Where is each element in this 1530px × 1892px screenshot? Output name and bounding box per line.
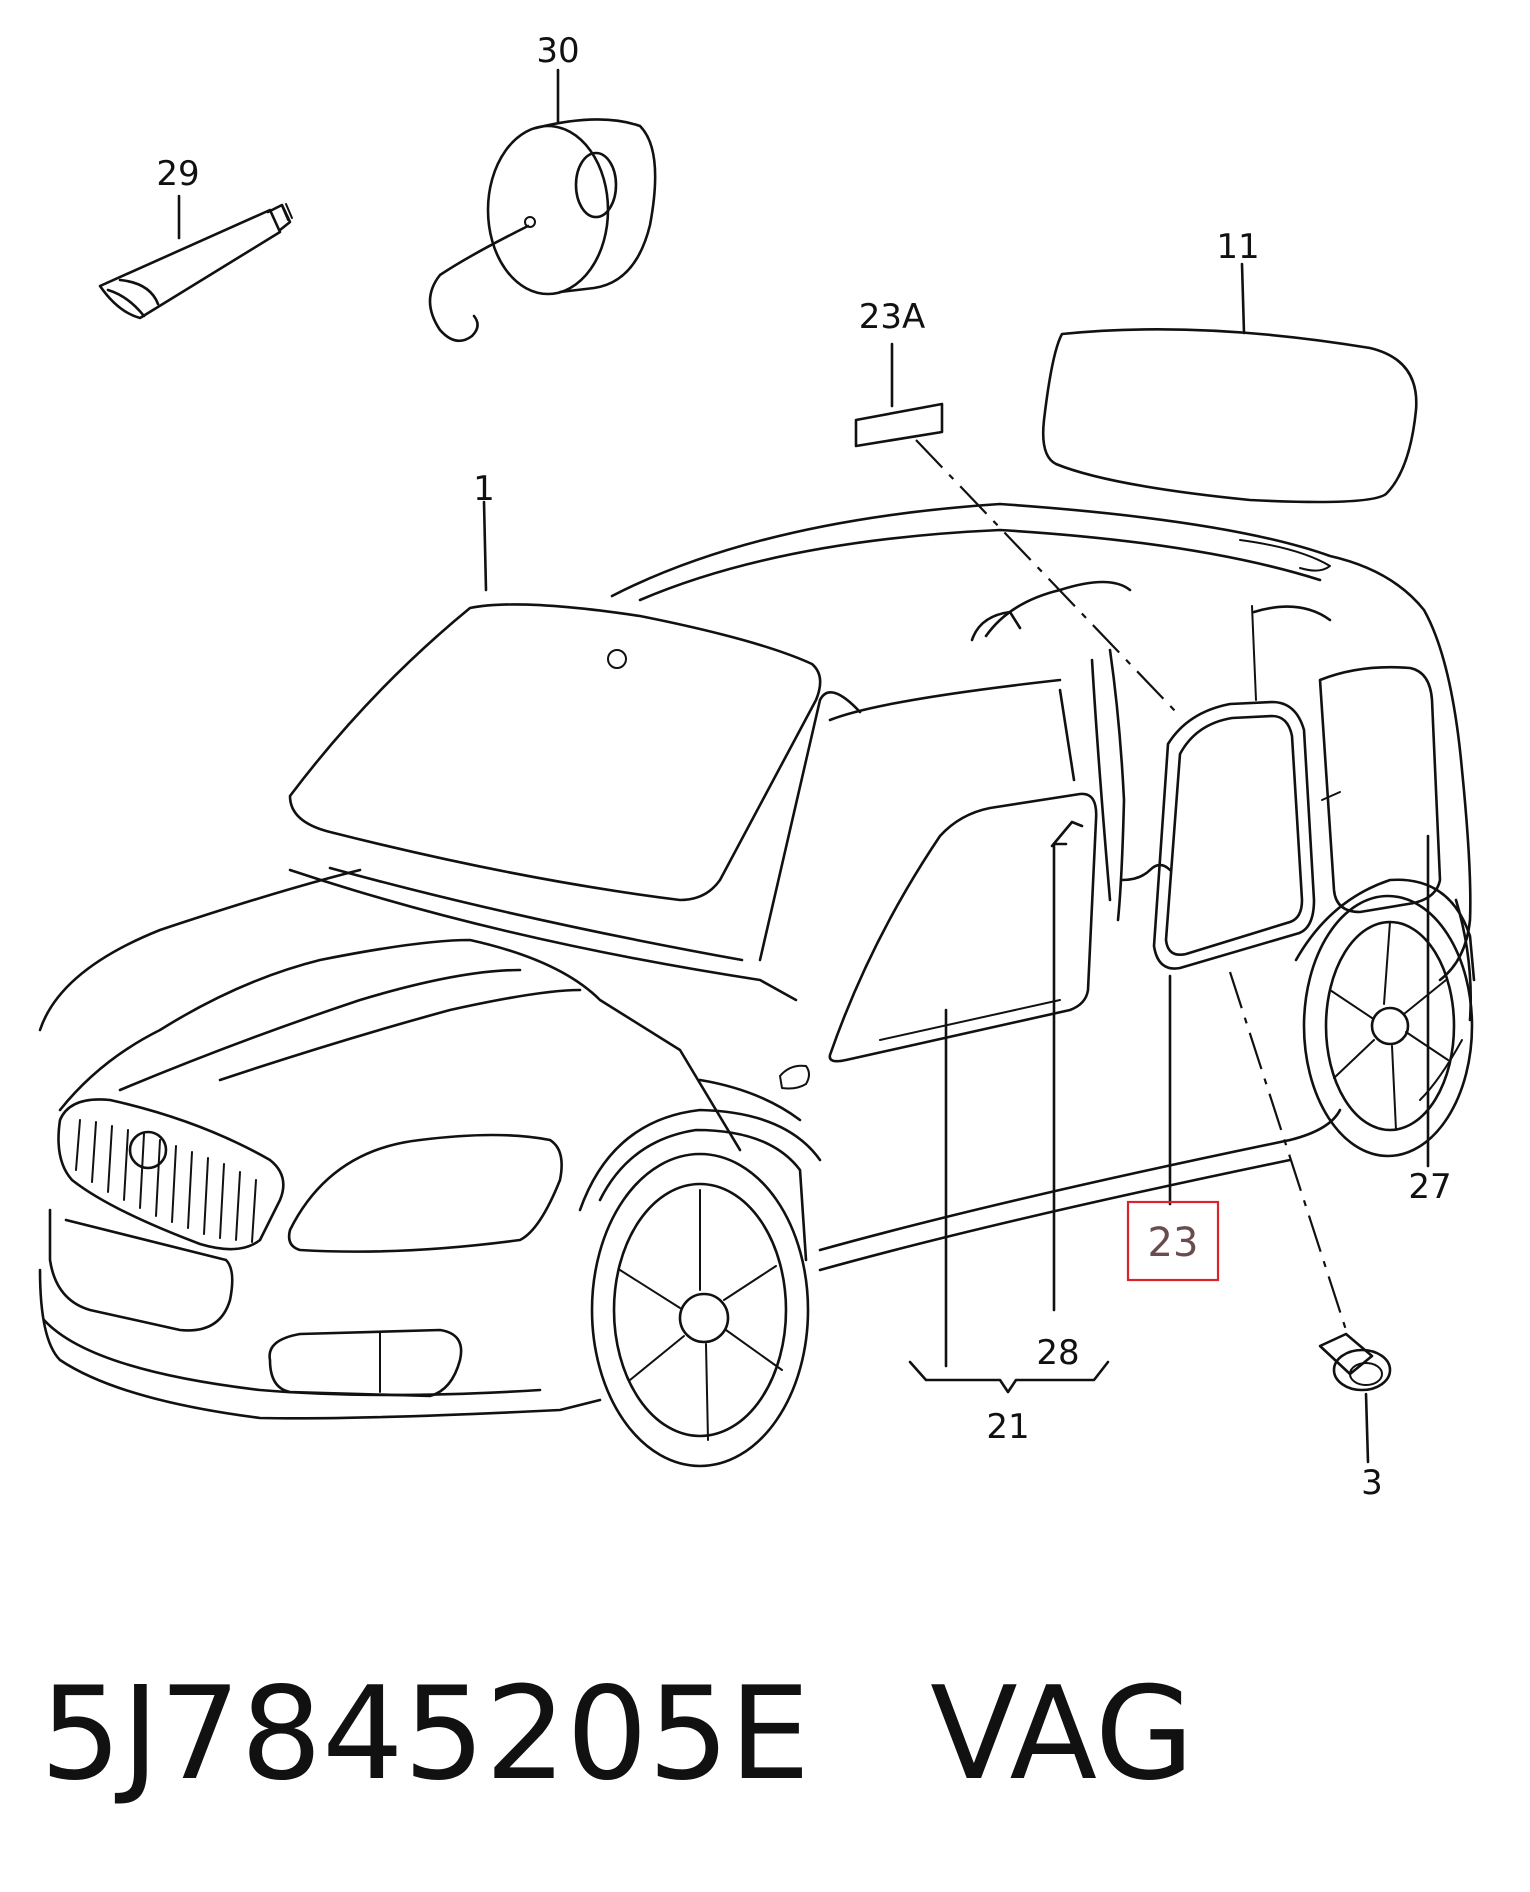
part-number: 5J7845205E [40, 1660, 811, 1809]
adhesive-tube-icon [98, 194, 293, 320]
part-number-caption: 5J7845205E VAG [40, 1660, 1194, 1810]
screw-clip-icon [1318, 1332, 1392, 1392]
callout-1: 1 [473, 469, 495, 509]
brand-name: VAG [930, 1660, 1194, 1809]
callout-28: 28 [1036, 1333, 1079, 1373]
callout-27: 27 [1408, 1167, 1451, 1207]
callout-11: 11 [1216, 227, 1259, 267]
callout-29: 29 [156, 154, 199, 194]
car-body-icon [38, 500, 1476, 1468]
adhesive-strip-icon [854, 342, 944, 448]
callout-23: 23 [1148, 1220, 1199, 1266]
callout-23a: 23A [859, 297, 926, 337]
rear-window-icon [1041, 262, 1418, 504]
callout-30: 30 [536, 31, 579, 71]
callout-3: 3 [1361, 1463, 1383, 1503]
callout-21: 21 [986, 1407, 1029, 1447]
bracket-21 [908, 1360, 1110, 1394]
leader-3 [1364, 1392, 1370, 1464]
callout-23-highlight-box [1126, 1200, 1220, 1282]
leader-28 [1052, 842, 1068, 1312]
leader-3-dashed [1228, 971, 1348, 1331]
leader-23a-dashed [915, 439, 1177, 713]
wire-roll-icon [428, 68, 657, 343]
